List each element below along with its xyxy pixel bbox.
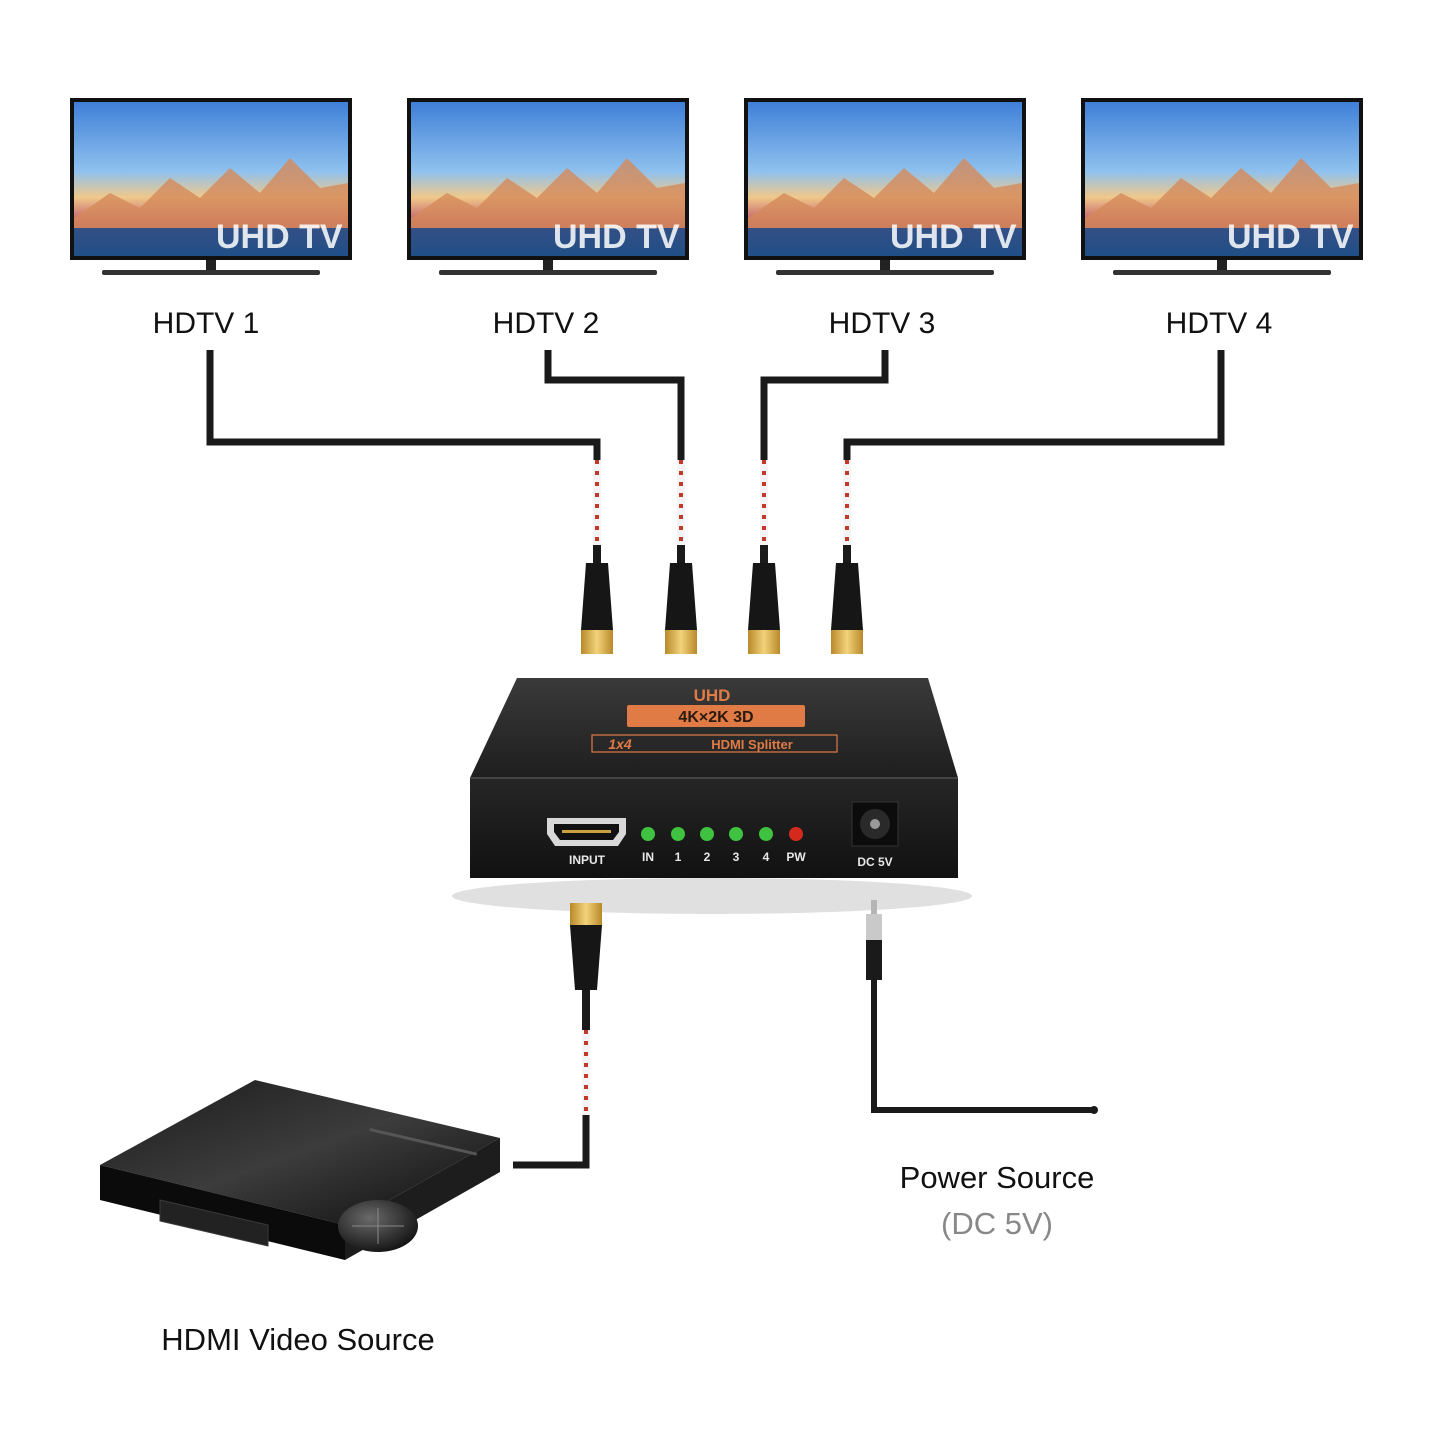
led-label-1: 1 bbox=[675, 850, 682, 864]
led-label-4: 4 bbox=[763, 850, 770, 864]
led-label-in: IN bbox=[642, 850, 654, 864]
input-cable bbox=[513, 903, 602, 1169]
tv-3: UHD TV bbox=[744, 98, 1026, 275]
led-3-icon bbox=[729, 827, 743, 841]
tv-2-label: HDTV 2 bbox=[493, 307, 600, 340]
hdmi-connector-4 bbox=[831, 545, 863, 654]
tv-2: UHD TV bbox=[407, 98, 689, 275]
led-in-icon bbox=[641, 827, 655, 841]
tv-2-stand bbox=[439, 270, 657, 275]
splitter-model-prefix: 1x4 bbox=[608, 736, 632, 752]
led-2-icon bbox=[700, 827, 714, 841]
power-source-label: Power Source bbox=[900, 1160, 1095, 1195]
player-top bbox=[100, 1080, 500, 1225]
splitter-model: HDMI Splitter bbox=[711, 737, 793, 752]
dc-jack bbox=[851, 801, 899, 847]
led-1-icon bbox=[671, 827, 685, 841]
tv-1-stand bbox=[102, 270, 320, 275]
hdmi-splitter: UHD 4K×2K 3D 1x4 HDMI Splitter INPUT IN … bbox=[452, 678, 972, 914]
input-port bbox=[547, 818, 626, 846]
tv-3-label: HDTV 3 bbox=[829, 307, 936, 340]
tv-4: UHD TV bbox=[1081, 98, 1363, 275]
tv-1-screen-text: UHD TV bbox=[216, 218, 343, 256]
cable-3 bbox=[760, 350, 889, 460]
led-label-3: 3 bbox=[733, 850, 740, 864]
led-power-icon bbox=[789, 827, 803, 841]
tv-1-label: HDTV 1 bbox=[153, 307, 260, 340]
input-connector-tip bbox=[570, 903, 602, 925]
hdmi-connector-3 bbox=[748, 545, 780, 654]
tv-2-screen-text: UHD TV bbox=[553, 218, 680, 256]
video-source-player bbox=[100, 1080, 500, 1260]
braided-sections bbox=[593, 460, 851, 545]
power-plug-tip bbox=[871, 900, 877, 914]
splitter-badge-main: 4K×2K 3D bbox=[678, 709, 753, 726]
cable-2 bbox=[544, 350, 685, 460]
cable-4 bbox=[843, 350, 1225, 460]
splitter-badge bbox=[627, 705, 805, 727]
dc-jack-label: DC 5V bbox=[857, 855, 892, 869]
splitter-badge-top: UHD bbox=[694, 686, 731, 705]
led-label-pw: PW bbox=[786, 850, 806, 864]
power-cable bbox=[866, 900, 1098, 1114]
hdmi-connector-1 bbox=[581, 545, 613, 654]
player-front bbox=[100, 1165, 345, 1260]
tv-4-stand bbox=[1113, 270, 1331, 275]
output-cables bbox=[206, 350, 1225, 460]
splitter-top bbox=[470, 678, 958, 778]
power-source-sublabel: (DC 5V) bbox=[941, 1206, 1053, 1241]
tv-3-stand bbox=[776, 270, 994, 275]
hdmi-connector-2 bbox=[665, 545, 697, 654]
player-disc-tray bbox=[159, 1199, 269, 1247]
led-label-2: 2 bbox=[704, 850, 711, 864]
input-port-label: INPUT bbox=[569, 853, 606, 867]
led-4-icon bbox=[759, 827, 773, 841]
tv-4-screen-text: UHD TV bbox=[1227, 218, 1354, 256]
splitter-model-frame bbox=[591, 734, 838, 753]
video-source-label: HDMI Video Source bbox=[161, 1322, 434, 1357]
tv-3-screen-text: UHD TV bbox=[890, 218, 1017, 256]
cable-1 bbox=[206, 350, 601, 460]
tv-1: UHD TV bbox=[70, 98, 352, 275]
tv-4-label: HDTV 4 bbox=[1166, 307, 1273, 340]
